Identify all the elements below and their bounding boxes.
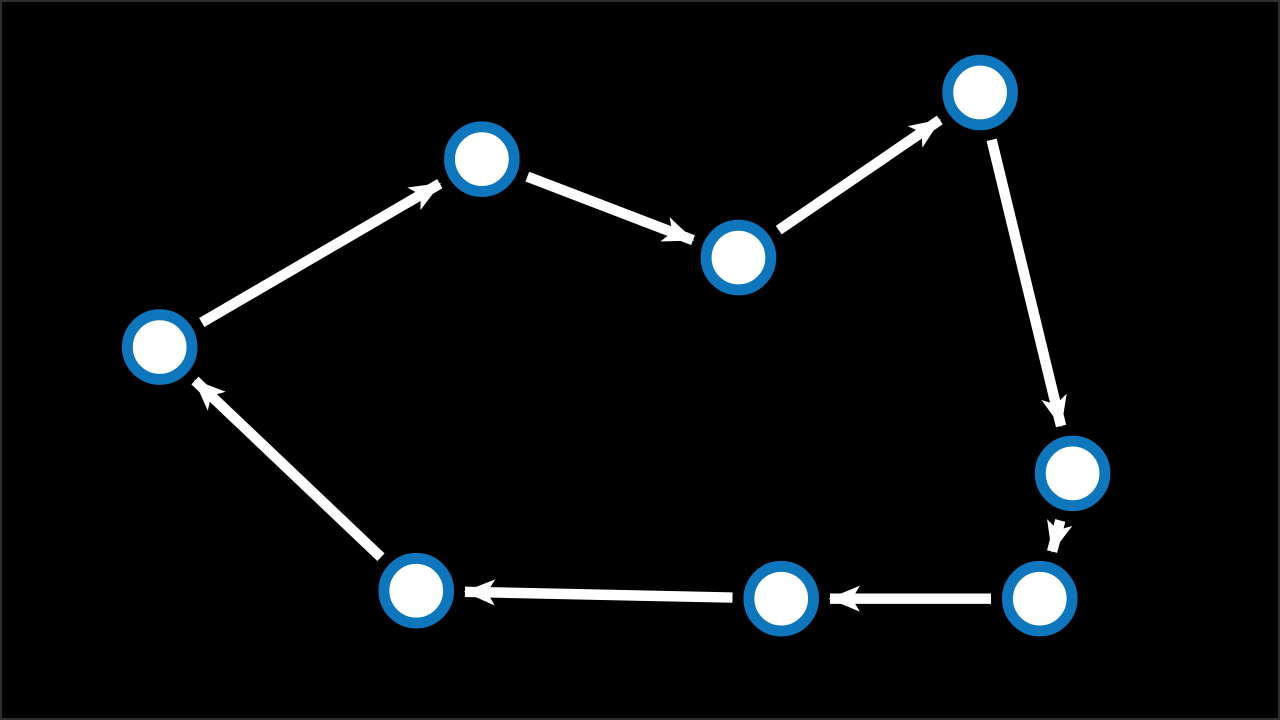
- graph-node-right: [1034, 435, 1111, 512]
- graph-edge-bottom-middle-to-bottom-left: [463, 579, 733, 606]
- graph-node-top-left: [444, 121, 520, 197]
- graph-node-top-right: [942, 54, 1018, 131]
- graph-edge-left-to-top-left: [199, 179, 443, 328]
- graph-node-bottom-right: [1001, 560, 1078, 637]
- graph-node-top-middle: [700, 219, 777, 296]
- graph-edge-top-middle-to-top-right: [775, 115, 943, 235]
- graph-edge-top-right-to-right: [986, 138, 1067, 428]
- graph-node-bottom-left: [378, 552, 455, 629]
- graph-edge-top-left-to-top-middle: [525, 171, 695, 245]
- graph-node-left: [121, 309, 198, 385]
- graph-edge-right-to-bottom-right: [1047, 519, 1073, 553]
- graph-edge-bottom-left-to-left: [191, 376, 385, 561]
- graph-node-bottom-middle: [743, 560, 820, 637]
